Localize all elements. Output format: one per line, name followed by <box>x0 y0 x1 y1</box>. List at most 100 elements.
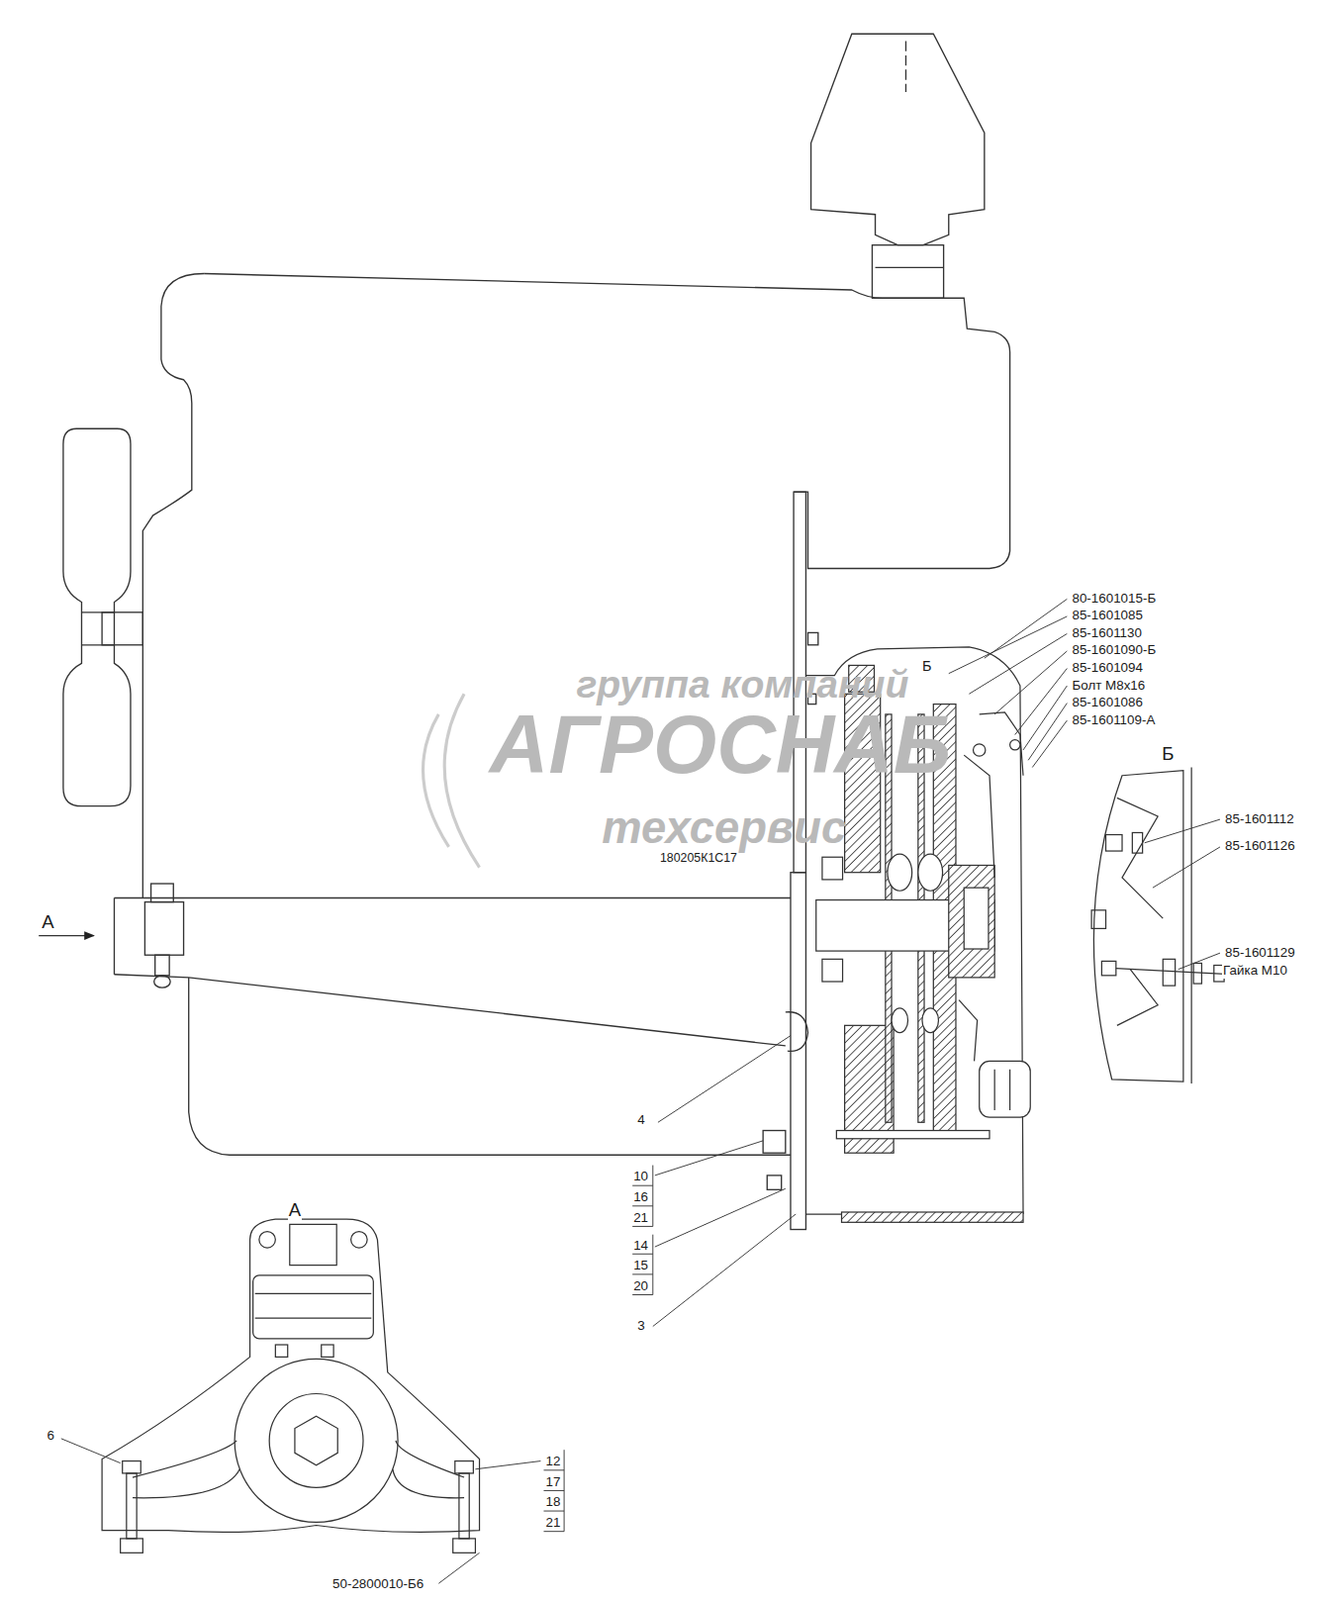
part-number: 80-1601015-Б <box>1070 590 1157 606</box>
view-a <box>351 1231 368 1248</box>
view-a <box>255 1318 373 1319</box>
part-number: Гайка М10 <box>1222 962 1289 978</box>
leader-lines <box>474 1461 541 1470</box>
engine-outline <box>81 611 114 613</box>
leader-lines <box>438 1552 479 1584</box>
view-letter: Б <box>921 658 933 675</box>
engine-outline <box>38 935 95 937</box>
clutch-section <box>918 853 943 891</box>
clutch-section <box>979 1060 1032 1118</box>
view-a <box>455 1461 474 1474</box>
leader-lines <box>632 1205 654 1207</box>
detail-b <box>1162 958 1175 986</box>
leader-lines <box>543 1530 565 1532</box>
clutch-section <box>1009 1069 1011 1111</box>
leader-lines <box>653 1214 796 1326</box>
leader-lines <box>61 598 1221 1584</box>
leader-lines <box>1178 952 1221 969</box>
engine-outline <box>154 975 171 988</box>
view-a <box>126 1473 137 1539</box>
callout-number: 17 <box>545 1474 563 1490</box>
view-a <box>459 1473 470 1539</box>
view-a <box>132 1440 240 1499</box>
engine-outline <box>113 897 791 899</box>
engine-outline <box>81 644 114 646</box>
engine-outline <box>113 897 115 974</box>
clutch-section <box>822 856 844 880</box>
detail-b <box>1093 770 1183 1082</box>
leader-lines <box>1144 819 1221 844</box>
view-a <box>269 1394 364 1489</box>
clutch-section <box>963 887 989 949</box>
view-a <box>101 1219 479 1532</box>
engine-outline <box>155 954 170 976</box>
callout-number: 18 <box>545 1494 563 1509</box>
leader-lines <box>984 598 1068 659</box>
callout-number: 21 <box>632 1210 650 1225</box>
engine-outline <box>871 245 943 299</box>
engine-outline <box>875 267 944 269</box>
view-a <box>255 1293 373 1295</box>
leader-lines <box>655 1140 763 1176</box>
view-a <box>122 1461 142 1474</box>
leader-lines <box>1028 703 1067 761</box>
leader-lines <box>564 1449 566 1531</box>
engine-outline <box>142 274 204 899</box>
view-a <box>101 1219 479 1553</box>
detail-b <box>1091 910 1106 930</box>
callout-number: 12 <box>545 1453 563 1469</box>
part-number: 85-1601094 <box>1070 659 1143 675</box>
view-a <box>321 1344 334 1357</box>
part-number: 85-1601085 <box>1070 607 1143 623</box>
engine-outline <box>203 274 1010 569</box>
clutch-section <box>973 744 986 756</box>
callout-number: 15 <box>632 1257 650 1273</box>
callout-number: 6 <box>45 1427 55 1443</box>
engine-outline <box>113 974 785 1046</box>
detail-b <box>1091 767 1234 1085</box>
part-number: 85-1601126 <box>1224 838 1297 853</box>
watermark: АГРОСНАБ <box>489 703 951 785</box>
view-a <box>453 1538 476 1553</box>
part-number: 50-2800010-Б6 <box>331 1576 425 1592</box>
detail-b <box>1191 767 1193 1085</box>
detail-b <box>1117 797 1163 919</box>
clutch-section <box>963 754 995 878</box>
leader-lines <box>543 1490 565 1492</box>
engine-outline <box>101 612 143 646</box>
part-number: 180205К1С17 <box>659 850 739 865</box>
engine-outline <box>188 977 791 1155</box>
watermark: группа компаний <box>575 664 909 704</box>
engine-outline <box>905 40 907 93</box>
leader-lines <box>632 1185 654 1187</box>
callout-number: 21 <box>545 1514 563 1530</box>
callout-number: 20 <box>632 1278 650 1294</box>
view-letter: Б <box>1160 743 1175 764</box>
part-number: 85-1601086 <box>1070 694 1143 710</box>
leader-lines <box>1015 668 1068 736</box>
watermark-emblem <box>423 693 480 867</box>
part-number: Болт М8х16 <box>1070 677 1146 693</box>
view-a <box>294 1415 338 1465</box>
leader-lines <box>632 1225 654 1227</box>
leader-lines <box>543 1469 565 1471</box>
detail-b <box>1131 832 1142 853</box>
leader-lines <box>61 1438 121 1464</box>
engine-outline <box>785 1012 809 1052</box>
part-number: 85-1601112 <box>1224 811 1296 827</box>
leader-lines <box>658 1036 791 1124</box>
part-number: 85-1601090-Б <box>1070 642 1157 658</box>
watermark-emblem <box>444 693 479 867</box>
clutch-section <box>822 958 844 982</box>
engine-outline <box>808 632 819 645</box>
callout-number: 4 <box>636 1112 646 1128</box>
engine-outline <box>762 1130 786 1154</box>
leader-lines <box>543 1510 565 1512</box>
leader-lines <box>652 1234 654 1296</box>
clutch-section <box>1010 740 1021 751</box>
leader-lines <box>1023 685 1067 751</box>
detail-b <box>1117 969 1158 1027</box>
callout-number: 14 <box>632 1237 650 1253</box>
